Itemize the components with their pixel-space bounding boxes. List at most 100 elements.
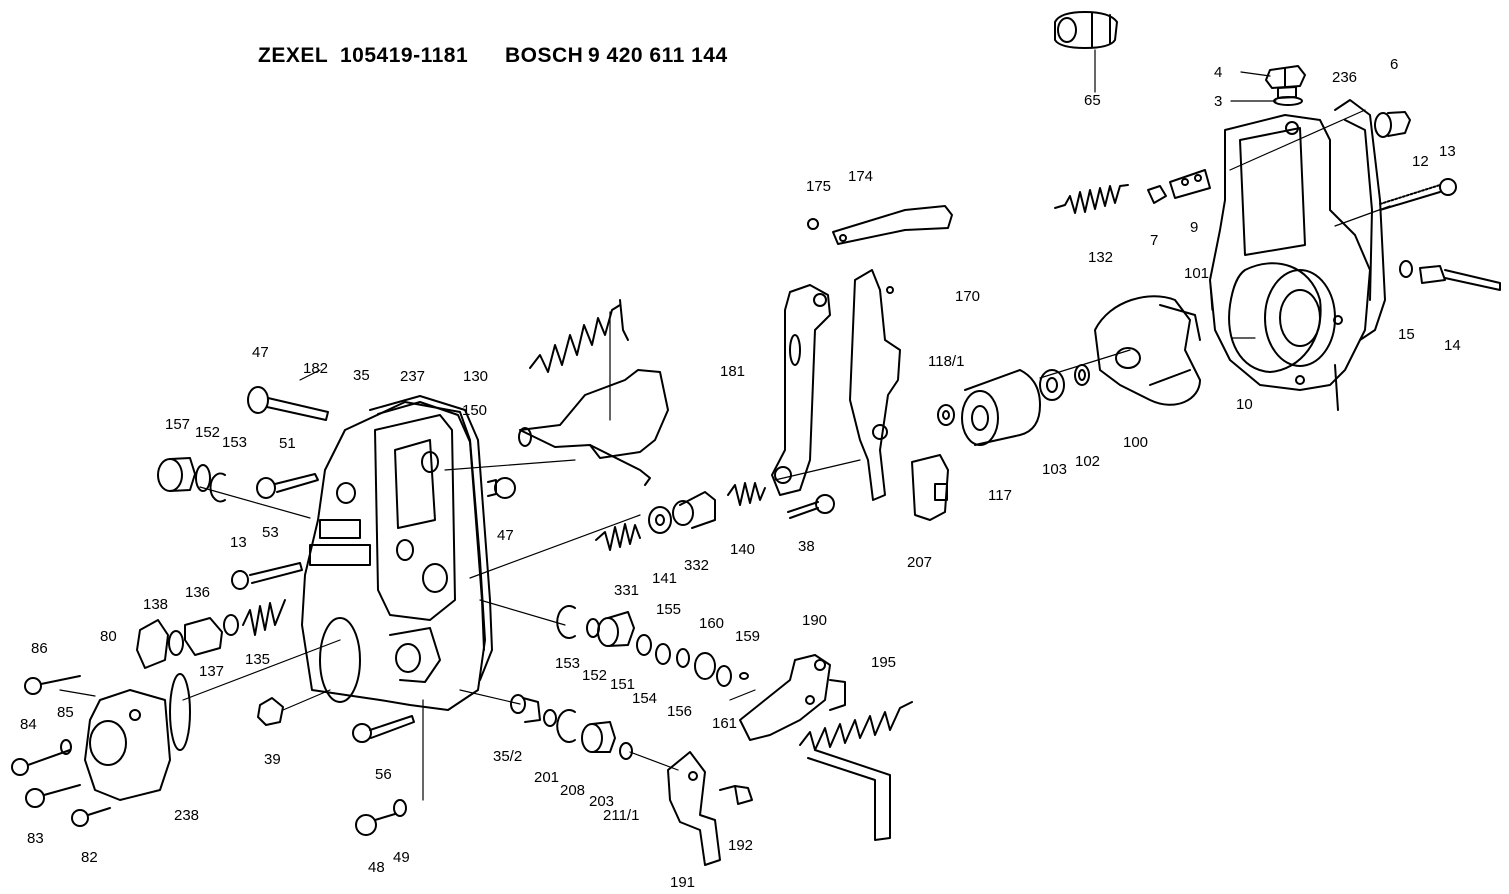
screw-86 bbox=[24, 675, 81, 695]
callout-label: 207 bbox=[907, 554, 932, 571]
callout-label: 151 bbox=[610, 676, 635, 693]
screw-84 bbox=[11, 739, 72, 776]
callout-label: 170 bbox=[955, 288, 980, 305]
callout-label: 181 bbox=[720, 363, 745, 380]
o-ring-238 bbox=[169, 673, 191, 751]
sleeve-117 bbox=[961, 369, 1041, 446]
callout-label: 47 bbox=[252, 344, 269, 361]
callout-label: 14 bbox=[1444, 337, 1461, 354]
bosch-part-number: 9 420 611 144 bbox=[588, 44, 728, 67]
screw-53 bbox=[249, 562, 303, 584]
screw-82 bbox=[71, 807, 111, 827]
callout-label: 118/1 bbox=[928, 353, 964, 370]
callout-label: 138 bbox=[143, 596, 168, 613]
nut-157 bbox=[157, 457, 196, 492]
pin-159 bbox=[739, 672, 749, 680]
callout-label: 141 bbox=[652, 570, 677, 587]
governor-housing bbox=[1209, 99, 1386, 411]
screw-48 bbox=[355, 799, 407, 836]
callout-label: 103 bbox=[1042, 461, 1067, 478]
callout-label: 4 bbox=[1214, 64, 1222, 81]
callout-label: 211/1 bbox=[603, 807, 639, 824]
callout-label: 51 bbox=[279, 435, 296, 452]
callout-label: 160 bbox=[699, 615, 724, 632]
bracket-9 bbox=[1147, 169, 1211, 204]
callout-label: 154 bbox=[632, 690, 657, 707]
callout-label: 140 bbox=[730, 541, 755, 558]
spring-130 bbox=[529, 299, 629, 373]
bracket-150 bbox=[518, 369, 669, 486]
callout-label: 10 bbox=[1236, 396, 1253, 413]
callout-label: 13 bbox=[1439, 143, 1456, 160]
callout-label: 203 bbox=[589, 793, 614, 810]
callout-label: 238 bbox=[174, 807, 199, 824]
block-207 bbox=[911, 454, 949, 521]
washer-161 bbox=[716, 665, 732, 687]
callout-label: 65 bbox=[1084, 92, 1101, 109]
main-housing-35 bbox=[301, 401, 486, 711]
cap-138 bbox=[136, 619, 169, 669]
callout-label: 192 bbox=[728, 837, 753, 854]
callout-label: 102 bbox=[1075, 453, 1100, 470]
callout-label: 6 bbox=[1390, 56, 1398, 73]
washer-118-1 bbox=[937, 404, 955, 426]
nut-13 bbox=[231, 570, 249, 590]
callout-label: 53 bbox=[262, 524, 279, 541]
screw-35-2 bbox=[510, 694, 541, 723]
callout-label: 15 bbox=[1398, 326, 1415, 343]
plug-65 bbox=[1054, 11, 1118, 49]
callout-label: 101 bbox=[1184, 265, 1209, 282]
callout-label: 236 bbox=[1332, 69, 1357, 86]
nut-141 bbox=[648, 506, 672, 534]
callout-label: 82 bbox=[81, 849, 98, 866]
callout-label: 7 bbox=[1150, 232, 1158, 249]
plug-4 bbox=[1265, 65, 1306, 106]
spring-195 bbox=[799, 701, 913, 751]
callout-label: 156 bbox=[667, 703, 692, 720]
callout-label: 86 bbox=[31, 640, 48, 657]
connector-lines bbox=[59, 49, 1391, 801]
ring-201 bbox=[543, 709, 557, 727]
pin-182 bbox=[247, 386, 329, 421]
callout-label: 159 bbox=[735, 628, 760, 645]
screw-12 bbox=[1379, 178, 1457, 211]
callout-label: 48 bbox=[368, 859, 385, 876]
callout-label: 157 bbox=[165, 416, 190, 433]
cover-80 bbox=[84, 689, 171, 801]
callout-label: 39 bbox=[264, 751, 281, 768]
washer-154 bbox=[636, 634, 652, 656]
lever-174 bbox=[807, 205, 953, 245]
callout-label: 332 bbox=[684, 557, 709, 574]
callout-label: 47 bbox=[497, 527, 514, 544]
spring-132 bbox=[1054, 184, 1129, 214]
bolt-14 bbox=[1399, 260, 1501, 291]
nut-39 bbox=[257, 697, 284, 726]
callout-label: 13 bbox=[230, 534, 247, 551]
nut-136 bbox=[168, 617, 223, 656]
washer-156 bbox=[655, 643, 690, 668]
callout-label: 153 bbox=[555, 655, 580, 672]
callout-label: 201 bbox=[534, 769, 559, 786]
callout-label: 136 bbox=[185, 584, 210, 601]
screw-192 bbox=[719, 785, 753, 805]
bracket-195 bbox=[807, 749, 891, 841]
callout-label: 137 bbox=[199, 663, 224, 680]
callout-label: 152 bbox=[195, 424, 220, 441]
callout-label: 38 bbox=[798, 538, 815, 555]
callout-label: 132 bbox=[1088, 249, 1113, 266]
bosch-label: BOSCH bbox=[505, 44, 584, 67]
callout-label: 12 bbox=[1412, 153, 1429, 170]
callout-label: 3 bbox=[1214, 93, 1222, 110]
callout-label: 191 bbox=[670, 874, 695, 891]
callout-label: 83 bbox=[27, 830, 44, 847]
screw-83 bbox=[25, 784, 81, 808]
callout-label: 161 bbox=[712, 715, 737, 732]
callout-label: 175 bbox=[806, 178, 831, 195]
part-160 bbox=[694, 652, 716, 680]
callout-label: 9 bbox=[1190, 219, 1198, 236]
callout-labels: 65 4 3 236 6 13 12 175 174 132 7 9 101 1… bbox=[20, 56, 1461, 891]
screw-51 bbox=[256, 473, 319, 499]
callout-label: 208 bbox=[560, 782, 585, 799]
callout-label: 174 bbox=[848, 168, 873, 185]
callout-label: 237 bbox=[400, 368, 425, 385]
